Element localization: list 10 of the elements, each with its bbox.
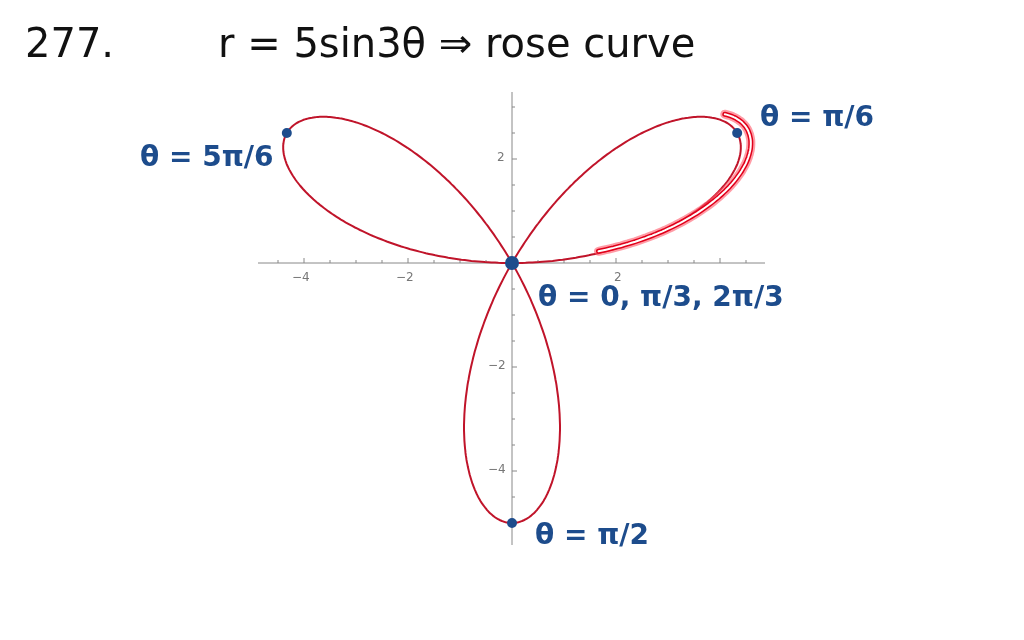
tick-label: −2 xyxy=(488,358,506,372)
angle-annotation: θ = π/2 xyxy=(535,518,650,551)
tick-label: 2 xyxy=(497,150,505,164)
angle-annotation: θ = π/6 xyxy=(760,100,875,133)
tick-label: −2 xyxy=(396,270,414,284)
tick-label: −4 xyxy=(292,270,310,284)
equation-title: r = 5sin3θ ⇒ rose curve xyxy=(218,20,696,66)
problem-number: 277. xyxy=(25,20,115,66)
angle-annotation: θ = 5π/6 xyxy=(140,140,274,173)
tick-label: −4 xyxy=(488,462,506,476)
